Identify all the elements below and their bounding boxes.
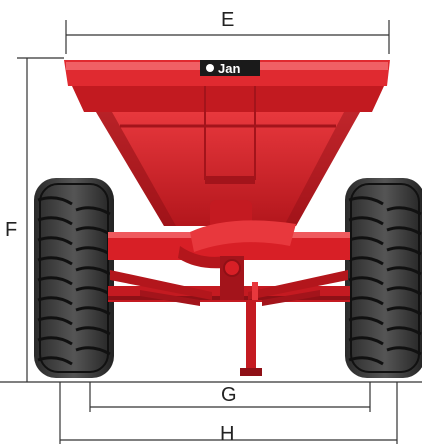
jack-stand — [240, 282, 262, 376]
dimension-label-f: F — [5, 219, 18, 241]
left-tire — [34, 178, 114, 378]
dimension-g — [89, 382, 371, 412]
dimension-e — [65, 20, 390, 54]
dimension-label-g: G — [221, 384, 237, 406]
spinner-mechanism — [140, 200, 320, 306]
right-tire — [345, 178, 422, 378]
dimension-label-h: H — [220, 423, 235, 445]
dimension-h — [59, 382, 398, 444]
brand-logo: Jan — [200, 60, 260, 76]
dimension-f — [17, 57, 64, 382]
hopper — [64, 60, 390, 226]
brand-logo-text: Jan — [218, 61, 240, 76]
dimension-label-e: E — [221, 9, 235, 31]
